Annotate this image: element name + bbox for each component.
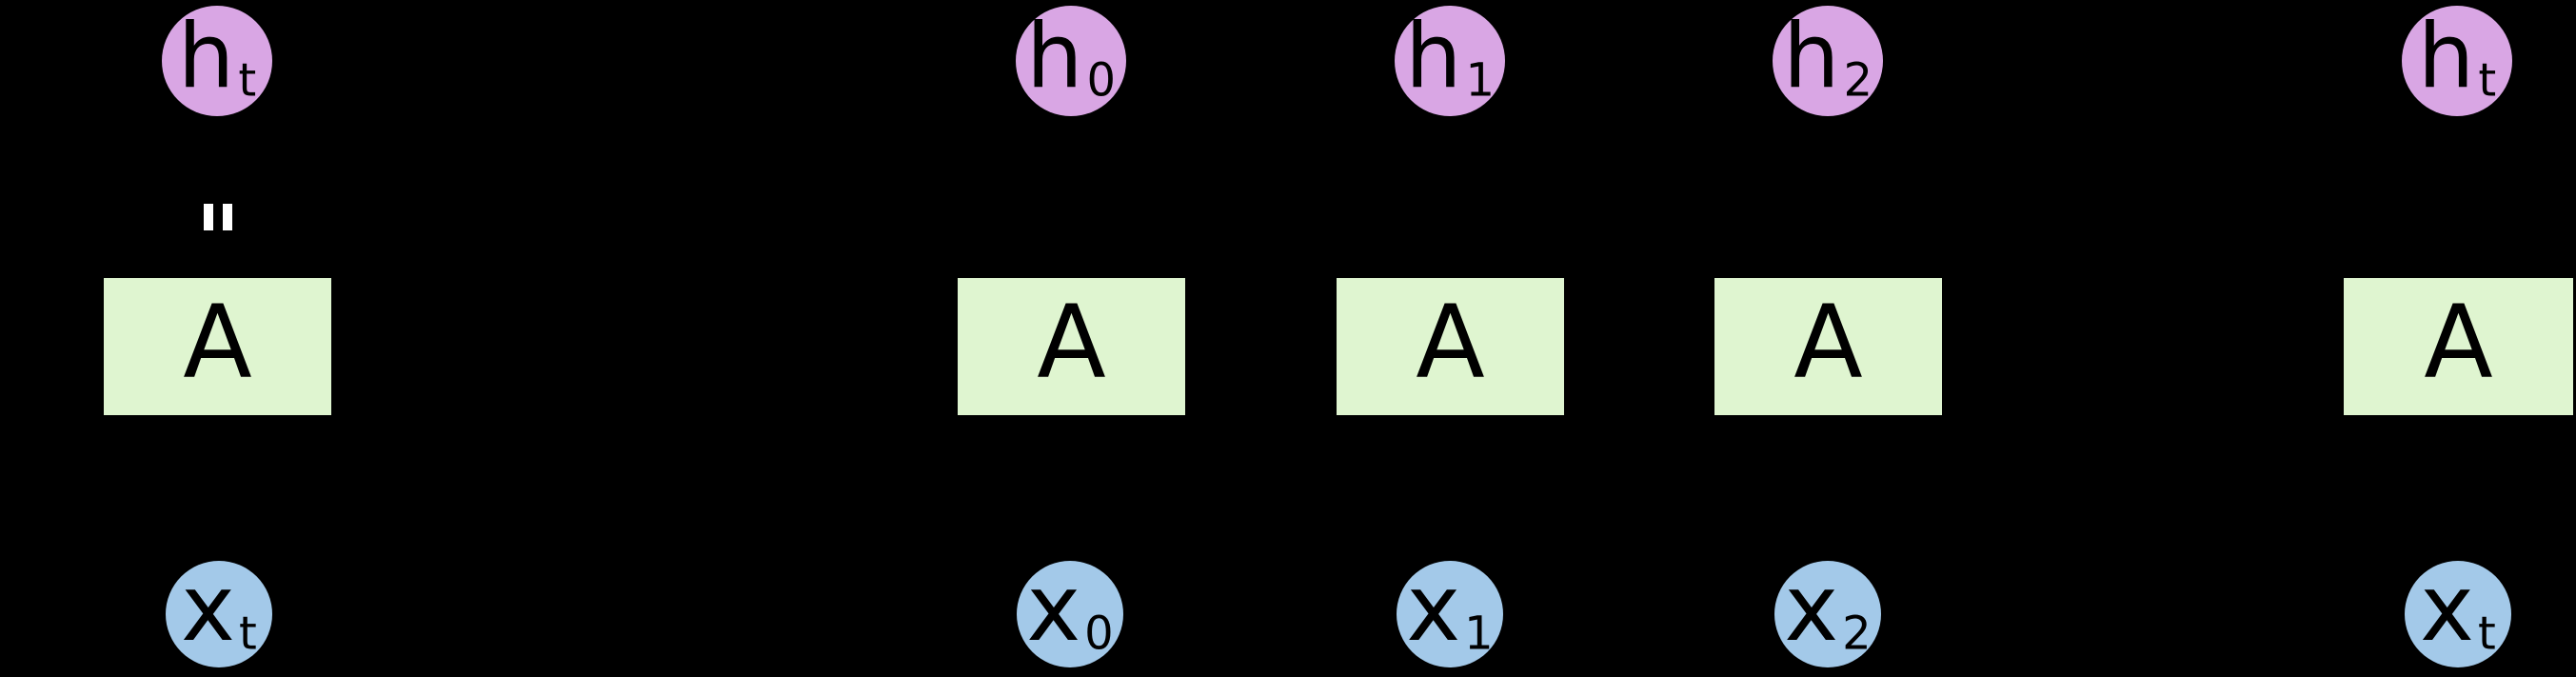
hidden-state-subscript: 0 bbox=[1086, 53, 1117, 108]
rnn-cell-box: A bbox=[2344, 278, 2573, 415]
input-label: x 1 bbox=[1406, 555, 1494, 662]
input-base: x bbox=[1406, 555, 1461, 662]
input-base: x bbox=[1026, 555, 1081, 662]
input-node: x 0 bbox=[1017, 561, 1123, 667]
input-subscript: 2 bbox=[1842, 607, 1872, 661]
input-subscript: 1 bbox=[1464, 607, 1494, 661]
input-subscript: 0 bbox=[1084, 607, 1114, 661]
hidden-state-node: h 1 bbox=[1395, 6, 1505, 116]
hidden-state-label: h 2 bbox=[1782, 5, 1873, 109]
input-node: x 1 bbox=[1397, 561, 1503, 667]
input-node: x t bbox=[166, 561, 272, 667]
rnn-cell-box: A bbox=[1714, 278, 1942, 415]
input-base: x bbox=[1784, 555, 1839, 662]
input-base: x bbox=[181, 555, 235, 662]
hidden-state-node: h 0 bbox=[1016, 6, 1126, 116]
hidden-state-base: h bbox=[1404, 5, 1462, 109]
input-subscript: t bbox=[238, 607, 257, 661]
hidden-state-subscript: t bbox=[238, 53, 257, 108]
hidden-state-base: h bbox=[2417, 5, 2475, 109]
line-crossing-gap-marks bbox=[204, 204, 232, 230]
hidden-state-base: h bbox=[1025, 5, 1083, 109]
rnn-cell-box: A bbox=[958, 278, 1185, 415]
rnn-cell-box: A bbox=[104, 278, 331, 415]
hidden-state-subscript: 2 bbox=[1843, 53, 1873, 108]
hidden-state-subscript: t bbox=[2478, 53, 2497, 108]
input-subscript: t bbox=[2477, 607, 2496, 661]
rnn-cell-label: A bbox=[183, 284, 252, 401]
rnn-cell-label: A bbox=[2424, 284, 2493, 401]
rnn-cell-label: A bbox=[1416, 284, 1485, 401]
hidden-state-base: h bbox=[177, 5, 235, 109]
hidden-state-node: h 2 bbox=[1773, 6, 1883, 116]
input-base: x bbox=[2420, 555, 2474, 662]
input-node: x 2 bbox=[1774, 561, 1881, 667]
hidden-state-base: h bbox=[1782, 5, 1840, 109]
input-node: x t bbox=[2405, 561, 2511, 667]
rnn-cell-box: A bbox=[1337, 278, 1564, 415]
hidden-state-subscript: 1 bbox=[1465, 53, 1496, 108]
rnn-cell-label: A bbox=[1793, 284, 1863, 401]
hidden-state-label: h 0 bbox=[1025, 5, 1117, 109]
hidden-state-label: h 1 bbox=[1404, 5, 1496, 109]
input-label: x 2 bbox=[1784, 555, 1872, 662]
hidden-state-label: h t bbox=[2417, 5, 2497, 109]
input-label: x t bbox=[181, 555, 257, 662]
hidden-state-node: h t bbox=[2402, 6, 2512, 116]
hidden-state-node: h t bbox=[162, 6, 272, 116]
input-label: x 0 bbox=[1026, 555, 1114, 662]
crossing-gap-bar-left bbox=[204, 204, 213, 230]
crossing-gap-bar-right bbox=[223, 204, 232, 230]
rnn-cell-label: A bbox=[1037, 284, 1106, 401]
input-label: x t bbox=[2420, 555, 2496, 662]
hidden-state-label: h t bbox=[177, 5, 257, 109]
